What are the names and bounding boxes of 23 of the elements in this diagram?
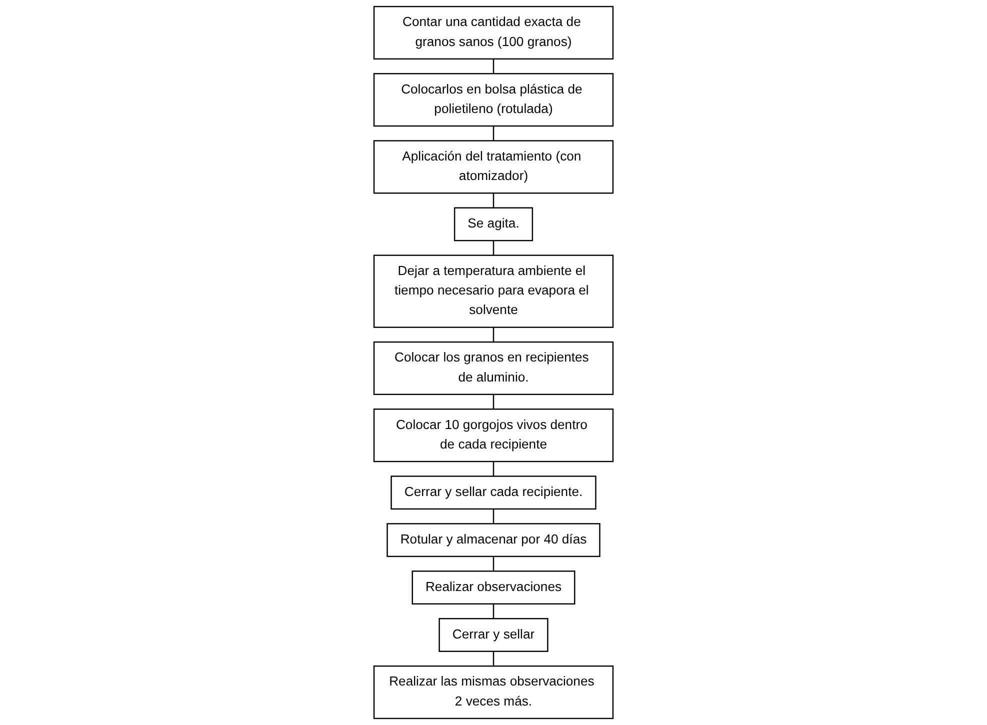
node-box: Cerrar y sellar <box>438 618 548 652</box>
node-box: Dejar a temperatura ambiente el tiempo necesario para evapora el solvente <box>373 254 614 328</box>
node-box: Aplicación del tratamiento (con atomizador) <box>373 140 614 194</box>
node-box: Rotular y almacenar por 40 días <box>386 523 600 558</box>
node-box: Realizar las mismas observaciones 2 veces más. <box>373 665 614 720</box>
connector <box>492 240 494 256</box>
node-box: Colocar 10 gorgojos vivos dentro de cada recipiente <box>373 408 614 462</box>
connector <box>492 556 494 572</box>
connector <box>492 327 494 342</box>
connector <box>492 193 494 208</box>
node-box: Se agita. <box>454 207 534 242</box>
connector <box>492 462 494 476</box>
node-box: Cerrar y sellar cada recipiente. <box>390 476 596 510</box>
connector <box>492 126 494 141</box>
connector <box>492 58 494 74</box>
node-box: Colocarlos en bolsa plástica de polietileno (rotulada) <box>373 73 614 127</box>
connector <box>492 604 494 619</box>
connector <box>492 651 494 666</box>
node-box: Colocar los granos en recipientes de aluminio. <box>373 341 614 396</box>
node-box: Realizar observaciones <box>412 570 576 604</box>
node-box: Contar una cantidad exacta de granos sanos (100 granos) <box>373 6 614 60</box>
connector <box>492 394 494 410</box>
connector <box>492 508 494 524</box>
